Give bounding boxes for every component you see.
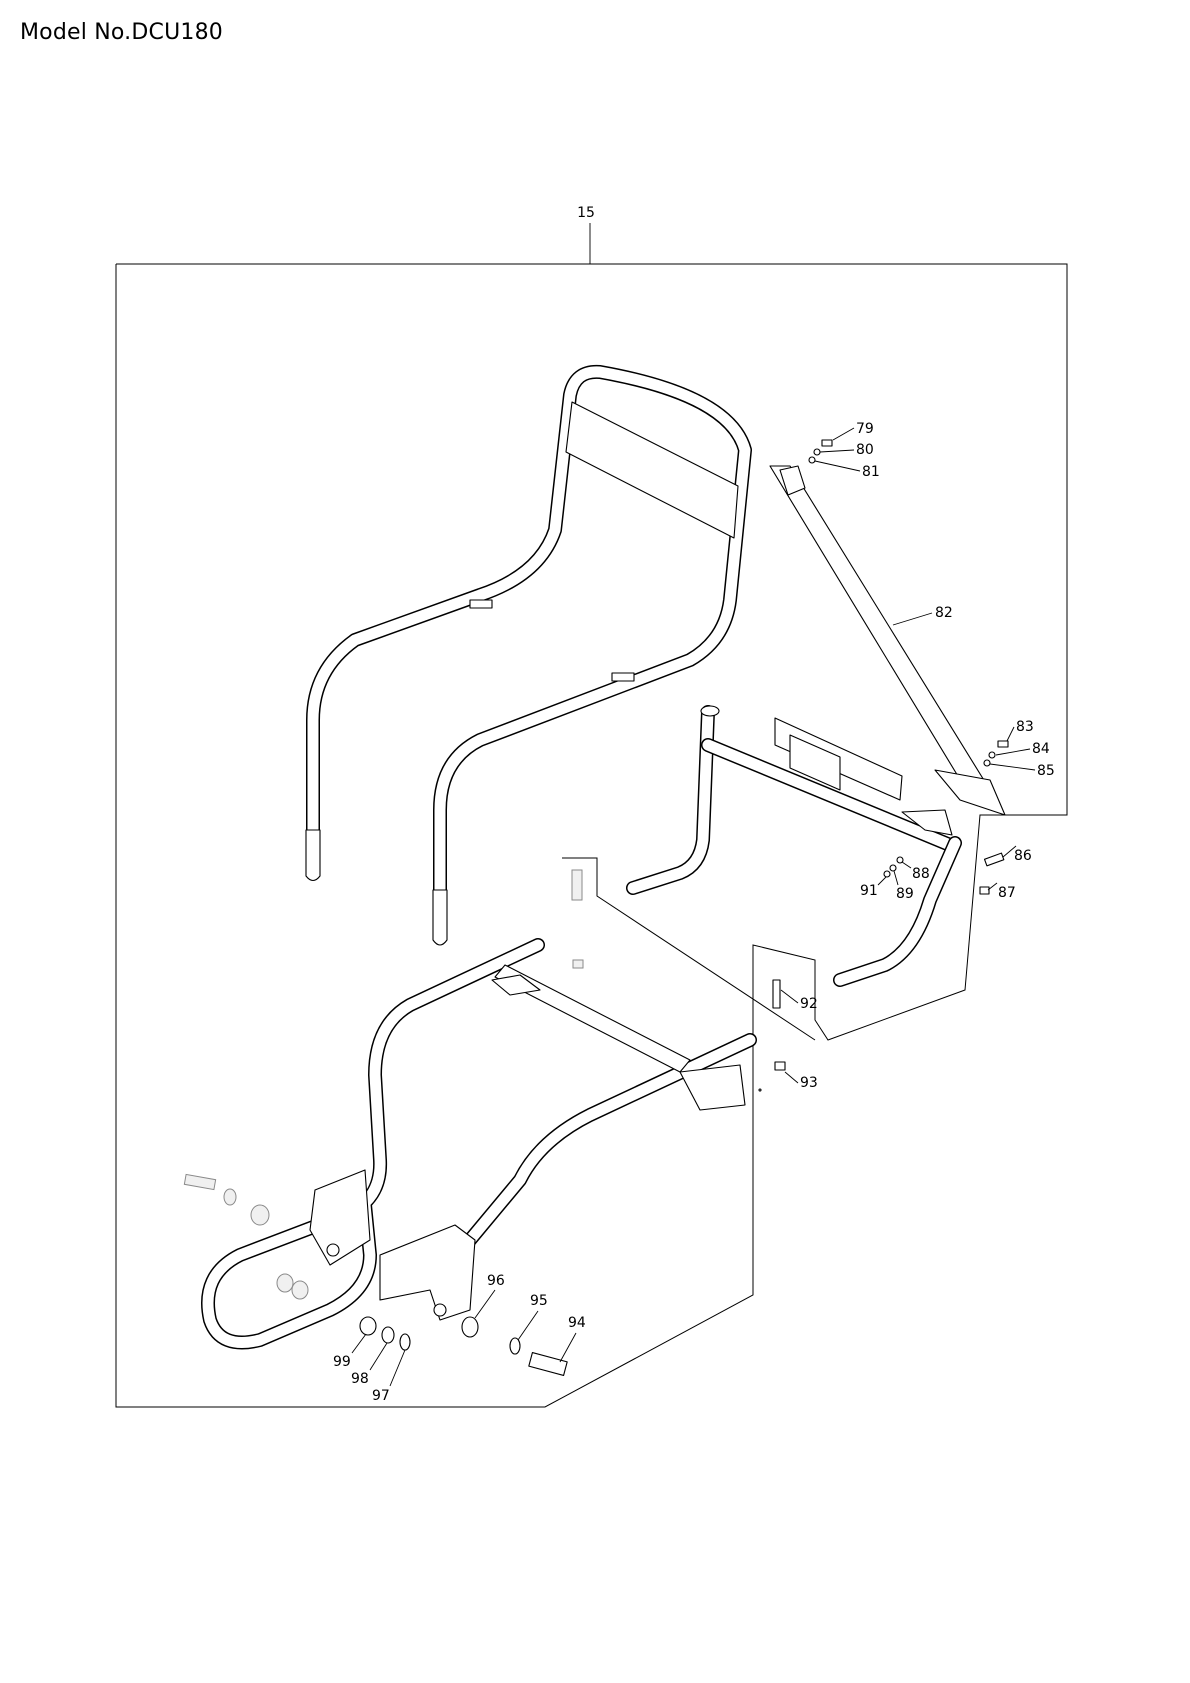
callout-89: 89 [896,886,914,902]
phantom-bolt [571,869,583,901]
middle-crossbar [626,705,1006,987]
leader-98 [369,1342,388,1371]
nut-93 [774,1061,786,1071]
handle-end-right [432,889,448,946]
callout-96: 96 [487,1273,505,1289]
lever-bracket [901,809,953,836]
callout-15: 15 [577,205,595,221]
bracket-small [611,672,635,682]
screw-83 [997,740,1009,748]
tube-cap [700,705,720,717]
leader-94 [559,1332,577,1363]
leader-79 [832,427,855,441]
callout-87: 87 [998,885,1016,901]
leader-83 [1006,726,1015,742]
backrest-plate [565,401,739,539]
bolt-86 [983,852,1005,867]
leader-99 [351,1333,367,1354]
pivot-hole [326,1243,340,1257]
washer-84 [988,751,996,759]
washer-97 [399,1333,411,1351]
phantom-washer [223,1188,237,1206]
hidden-outline [562,857,816,1041]
nut-88 [896,856,904,864]
callout-91: 91 [860,883,878,899]
callout-80: 80 [856,442,874,458]
leader-93 [784,1071,799,1084]
leader-85 [989,763,1036,771]
lower-base-frame [201,938,762,1350]
leader-97 [389,1349,406,1387]
bracket-small [469,599,493,609]
rail-end-block [491,974,541,996]
leader-84 [995,748,1031,756]
spacer-96 [461,1316,479,1338]
pivot-bracket-left [309,1169,371,1266]
phantom-spacer [250,1204,270,1226]
model-number-title: Model No.DCU180 [20,20,223,45]
strap-bracket-top [779,465,806,496]
washer-98 [381,1326,395,1344]
callout-97: 97 [372,1388,390,1404]
leader-91 [877,876,887,886]
bolt-94 [528,1352,568,1376]
leader-81 [814,460,861,472]
screw-79 [821,439,833,447]
phantom-washer [276,1273,294,1293]
leader-95 [517,1310,539,1341]
bolt-87 [979,886,990,895]
callout-labels: 79 80 81 82 83 84 85 86 87 88 89 91 92 9… [333,421,1055,1404]
callout-81: 81 [862,464,880,480]
callout-93: 93 [800,1075,818,1091]
marker [758,1088,762,1092]
callout-94: 94 [568,1315,586,1331]
callout-85: 85 [1037,763,1055,779]
washer-81 [808,456,816,464]
callout-95: 95 [530,1293,548,1309]
upper-handle-frame [305,364,752,946]
pivot-bracket-right [379,1224,476,1321]
leader-80 [819,449,855,453]
phantom-nut [572,959,584,969]
leader-82 [892,612,933,626]
callout-98: 98 [351,1371,369,1387]
nut-99 [359,1316,377,1336]
phantom-bolt-left [183,1173,217,1191]
pivot-hole [433,1303,447,1317]
callout-88: 88 [912,866,930,882]
washer-89 [889,864,897,872]
callout-86: 86 [1014,848,1032,864]
washer-91 [883,870,891,878]
washer-80 [813,448,821,456]
callout-84: 84 [1032,741,1050,757]
leader-96 [474,1289,496,1319]
callout-82: 82 [935,605,953,621]
callout-83: 83 [1016,719,1034,735]
leader-87 [987,882,998,891]
callout-99: 99 [333,1354,351,1370]
bolt-92 [772,979,781,1009]
callout-92: 92 [800,996,818,1012]
phantom-nut [291,1280,309,1300]
washer-85 [983,759,991,767]
callout-79: 79 [856,421,874,437]
rail-end-block [679,1064,746,1111]
latch-bracket [934,769,1006,816]
leader-88 [901,861,912,869]
mount-plate-slot [789,734,841,791]
assembly-outline [115,263,1068,1408]
leader-92 [780,989,799,1004]
washer-95 [509,1337,521,1355]
handle-end-left [305,829,321,882]
leader-89 [893,870,899,886]
leader-86 [1002,845,1017,858]
